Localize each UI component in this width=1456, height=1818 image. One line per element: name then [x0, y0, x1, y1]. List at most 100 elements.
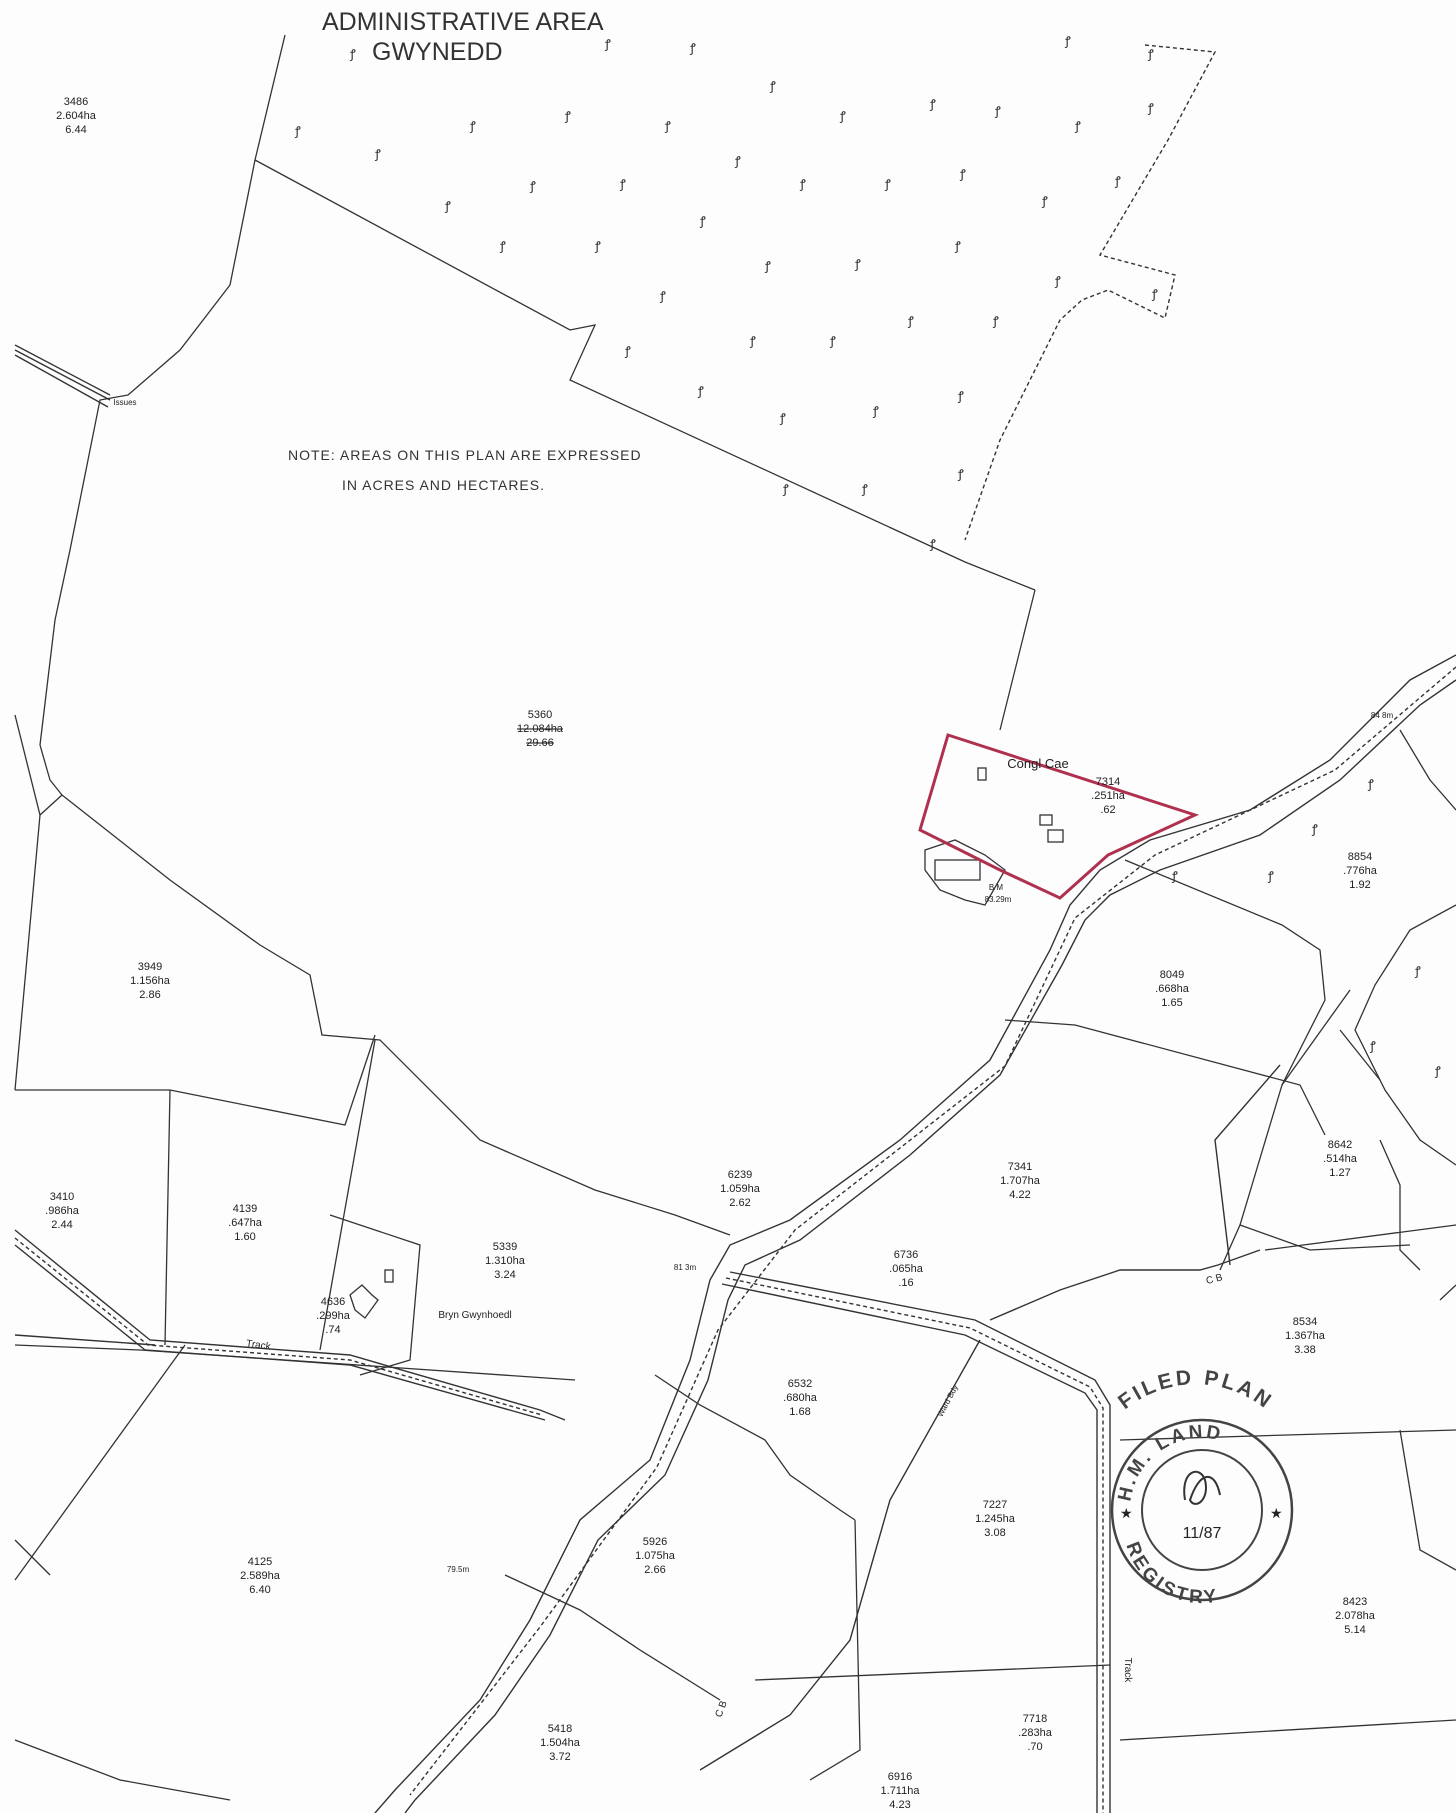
parcel-3486-ha: 2.604ha [56, 110, 97, 122]
svg-text:ꝭ: ꝭ [697, 384, 704, 398]
parcel-8642-id: 8642 [1328, 1139, 1352, 1151]
svg-text:ꝭ: ꝭ [799, 177, 806, 191]
svg-text:ꝭ: ꝭ [957, 389, 964, 403]
svg-text:ꝭ: ꝭ [1267, 869, 1274, 883]
label-cb-2: C B [714, 1699, 730, 1719]
parcel-6736-ac: .16 [898, 1277, 913, 1289]
stamp-date: 11/87 [1183, 1525, 1222, 1542]
svg-text:ꝭ: ꝭ [1147, 101, 1154, 115]
svg-text:ꝭ: ꝭ [699, 214, 706, 228]
stamp-star-left-icon: ★ [1120, 1505, 1133, 1521]
parcel-8642-ac: 1.27 [1329, 1167, 1350, 1179]
parcel-4636-ha: .299ha [316, 1310, 351, 1322]
stamp-filed-plan: FILED PLAN [1114, 1366, 1277, 1414]
parcel-7718-ac: .70 [1027, 1741, 1042, 1753]
admin-area-title: ADMINISTRATIVE AREA [322, 8, 604, 36]
parcel-5418-ha: 1.504ha [540, 1737, 581, 1749]
svg-text:ꝭ: ꝭ [861, 482, 868, 496]
svg-text:ꝭ: ꝭ [619, 177, 626, 191]
svg-text:ꝭ: ꝭ [994, 104, 1001, 118]
svg-text:ꝭ: ꝭ [929, 97, 936, 111]
svg-text:ꝭ: ꝭ [884, 177, 891, 191]
svg-text:ꝭ: ꝭ [839, 109, 846, 123]
level-83-29m: 83.29m [985, 895, 1012, 904]
note-line-2: IN ACRES AND HECTARES. [342, 477, 545, 493]
parcel-labels: 34862.604ha6.44536012.084ha29.667314.251… [45, 96, 1378, 1811]
stamp-star-right-icon: ★ [1270, 1505, 1283, 1521]
svg-text:ꝭ: ꝭ [734, 154, 741, 168]
parcel-7314-id: 7314 [1096, 776, 1120, 788]
svg-text:ꝭ: ꝭ [1064, 34, 1071, 48]
label-issues: Issues [113, 398, 136, 407]
parcel-8534-ac: 3.38 [1294, 1344, 1315, 1356]
stamp-registry: REGISTRY [1121, 1539, 1220, 1608]
svg-text:ꝭ: ꝭ [689, 41, 696, 55]
place-bryn-gwynhoedl: Bryn Gwynhoedl [438, 1310, 511, 1321]
parcel-5926-id: 5926 [643, 1536, 667, 1548]
svg-text:ꝭ: ꝭ [1147, 47, 1154, 61]
parcel-4636-ac: .74 [325, 1324, 340, 1336]
level-81-3m: 81 3m [674, 1263, 697, 1272]
label-track-1: Track [245, 1338, 272, 1352]
parcel-8423-ac: 5.14 [1344, 1624, 1365, 1636]
svg-text:ꝭ: ꝭ [1151, 287, 1158, 301]
highlighted-title-boundary [918, 733, 1200, 900]
parcel-8854-ac: 1.92 [1349, 879, 1370, 891]
parcel-6532-id: 6532 [788, 1378, 812, 1390]
parcel-6239-id: 6239 [728, 1169, 752, 1181]
parcel-6239-ac: 2.62 [729, 1197, 750, 1209]
svg-text:ꝭ: ꝭ [294, 124, 301, 138]
svg-text:ꝭ: ꝭ [954, 239, 961, 253]
svg-text:ꝭ: ꝭ [1434, 1064, 1441, 1078]
svg-text:ꝭ: ꝭ [749, 334, 756, 348]
parcel-7314-ha: .251ha [1091, 790, 1126, 802]
svg-text:ꝭ: ꝭ [594, 239, 601, 253]
woodland-symbols: ꝭ ꝭ ꝭ ꝭ ꝭ ꝭ ꝭ ꝭ ꝭ ꝭ ꝭ ꝭ ꝭ ꝭ ꝭ ꝭ ꝭ ꝭ ꝭ ꝭ ꝭ ꝭ ꝭ ꝭ ꝭ ꝭ ꝭ ꝭ ꝭ ꝭ ꝭ ꝭ ꝭ ꝭ ꝭ… [294, 34, 1441, 1078]
parcel-5926-ac: 2.66 [644, 1564, 665, 1576]
parcel-3410-ac: 2.44 [51, 1219, 72, 1231]
parcel-4125-ac: 6.40 [249, 1584, 270, 1596]
note-line-1: NOTE: AREAS ON THIS PLAN ARE EXPRESSED [288, 447, 642, 463]
parcel-4139-ac: 1.60 [234, 1231, 255, 1243]
svg-text:ꝭ: ꝭ [779, 411, 786, 425]
svg-text:ꝭ: ꝭ [564, 109, 571, 123]
svg-text:ꝭ: ꝭ [1041, 194, 1048, 208]
signature-mark [1183, 1470, 1221, 1505]
parcel-7227-ha: 1.245ha [975, 1513, 1016, 1525]
parcel-6916-ha: 1.711ha [881, 1785, 921, 1797]
parcel-5418-id: 5418 [548, 1723, 572, 1735]
parcel-3410-ha: .986ha [45, 1205, 80, 1217]
svg-text:ꝭ: ꝭ [769, 79, 776, 93]
parcel-6239-ha: 1.059ha [720, 1183, 761, 1195]
svg-text:ꝭ: ꝭ [624, 344, 631, 358]
svg-text:ꝭ: ꝭ [469, 119, 476, 133]
parcel-4125-id: 4125 [248, 1556, 272, 1568]
parcel-5360-ac: 29.66 [526, 737, 554, 749]
svg-text:ꝭ: ꝭ [1311, 822, 1318, 836]
parcel-5339-id: 5339 [493, 1241, 517, 1253]
admin-area-name: GWYNEDD [372, 38, 503, 66]
label-ward-bdy: Ward Bdy [936, 1383, 960, 1418]
level-bm: B M [989, 883, 1004, 892]
svg-text:ꝭ: ꝭ [659, 289, 666, 303]
svg-text:ꝭ: ꝭ [1369, 1039, 1376, 1053]
svg-text:ꝭ: ꝭ [1367, 777, 1374, 791]
parcel-8423-ha: 2.078ha [1335, 1610, 1376, 1622]
parcel-7718-ha: .283ha [1018, 1727, 1053, 1739]
svg-text:ꝭ: ꝭ [957, 467, 964, 481]
svg-text:ꝭ: ꝭ [1114, 174, 1121, 188]
label-track-2: Track [1122, 1658, 1133, 1684]
parcel-4125-ha: 2.589ha [240, 1570, 281, 1582]
parcel-5360-ha: 12.084ha [517, 723, 564, 735]
parcel-6532-ac: 1.68 [789, 1406, 810, 1418]
parcel-3410-id: 3410 [50, 1191, 74, 1203]
parcel-5339-ha: 1.310ha [485, 1255, 526, 1267]
svg-text:ꝭ: ꝭ [872, 404, 879, 418]
svg-text:ꝭ: ꝭ [499, 239, 506, 253]
svg-text:ꝭ: ꝭ [907, 314, 914, 328]
svg-text:ꝭ: ꝭ [1054, 274, 1061, 288]
buildings [349, 767, 1064, 1319]
svg-text:ꝭ: ꝭ [854, 257, 861, 271]
parcel-4139-id: 4139 [233, 1203, 257, 1215]
